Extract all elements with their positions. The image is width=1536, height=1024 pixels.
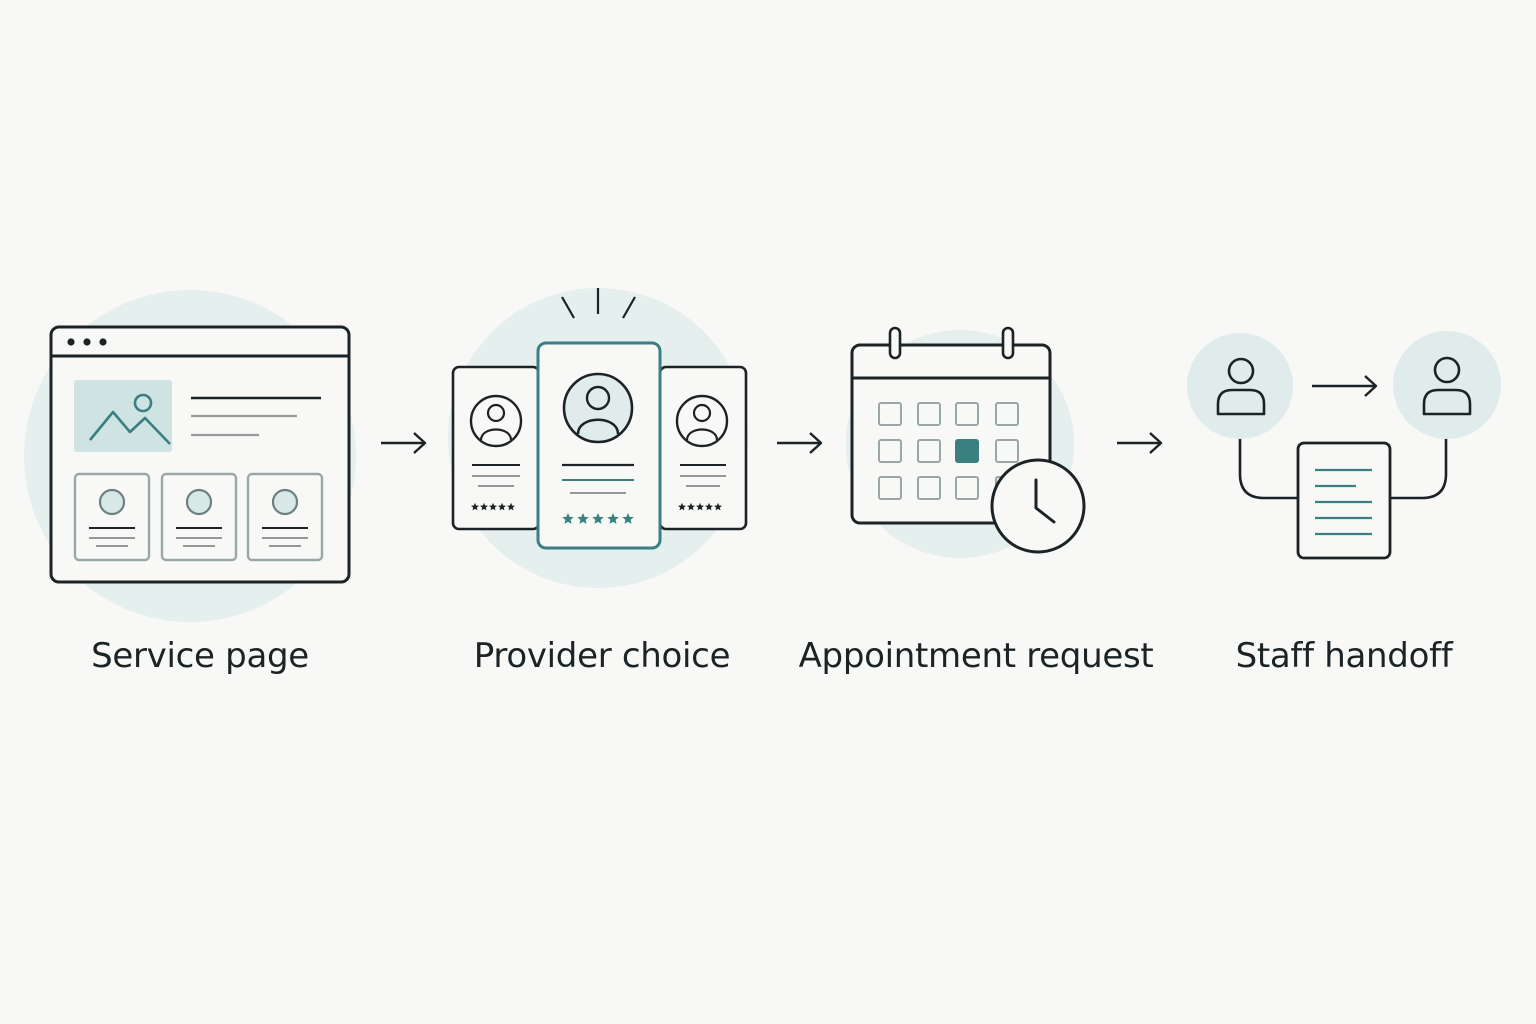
star-rating [678, 502, 722, 511]
star-icon [696, 502, 704, 511]
step-staff-handoff [1187, 331, 1501, 560]
person-icon [1216, 357, 1266, 416]
service-card [73, 472, 151, 562]
calendar-day [878, 476, 902, 500]
star-icon [607, 513, 619, 524]
highlight-rays-icon [561, 288, 636, 319]
connector-line [1238, 437, 1298, 500]
clock-icon [990, 458, 1086, 554]
calendar-clock-icon [850, 326, 1086, 554]
arrow-right-icon [777, 432, 823, 454]
provider-card-featured [536, 341, 662, 550]
person-avatar-icon [675, 394, 729, 448]
step-label-service-page: Service page [91, 636, 309, 676]
star-icon [489, 502, 497, 511]
star-rating [562, 513, 634, 524]
arrow-right-icon [1312, 375, 1378, 397]
star-icon [678, 502, 686, 511]
window-dot [99, 338, 107, 346]
person-icon [1422, 356, 1472, 416]
star-icon [498, 502, 506, 511]
step-service-page [24, 290, 356, 622]
star-rating [471, 502, 515, 511]
star-icon [714, 502, 722, 511]
calendar-ring [1001, 326, 1015, 360]
step-appointment-request [846, 326, 1086, 558]
window-dot [67, 338, 75, 346]
step-label-staff-handoff: Staff handoff [1235, 636, 1453, 676]
star-icon [577, 513, 589, 524]
calendar-day [955, 402, 979, 426]
star-icon [705, 502, 713, 511]
browser-window-icon [49, 325, 351, 584]
provider-card-left [451, 365, 541, 531]
star-icon [471, 502, 479, 511]
calendar-day [917, 439, 941, 463]
star-icon [687, 502, 695, 511]
handoff-icon [1187, 331, 1501, 560]
person-avatar-icon [562, 372, 634, 444]
calendar-day [995, 439, 1019, 463]
step-provider-choice [448, 288, 748, 588]
calendar-day [917, 476, 941, 500]
window-dot [83, 338, 91, 346]
calendar-day [955, 476, 979, 500]
step-label-appointment-request: Appointment request [798, 636, 1154, 676]
arrow-right-icon [1117, 432, 1163, 454]
star-icon [622, 513, 634, 524]
calendar-day-selected [955, 439, 979, 463]
arrow-right-icon [381, 432, 427, 454]
staff-avatar-to [1393, 331, 1501, 439]
star-icon [592, 513, 604, 524]
service-card [246, 472, 324, 562]
star-icon [562, 513, 574, 524]
person-avatar-icon [469, 394, 523, 448]
connector-line [1390, 437, 1448, 500]
provider-card-right [658, 365, 748, 531]
document-icon [1296, 441, 1392, 560]
service-card [160, 472, 238, 562]
calendar-ring [888, 326, 902, 360]
step-label-provider-choice: Provider choice [473, 636, 731, 676]
calendar-day [995, 402, 1019, 426]
star-icon [480, 502, 488, 511]
image-placeholder-icon [74, 380, 172, 452]
calendar-day [878, 402, 902, 426]
calendar-day [917, 402, 941, 426]
star-icon [507, 502, 515, 511]
staff-avatar-from [1187, 333, 1293, 439]
calendar-day [878, 439, 902, 463]
